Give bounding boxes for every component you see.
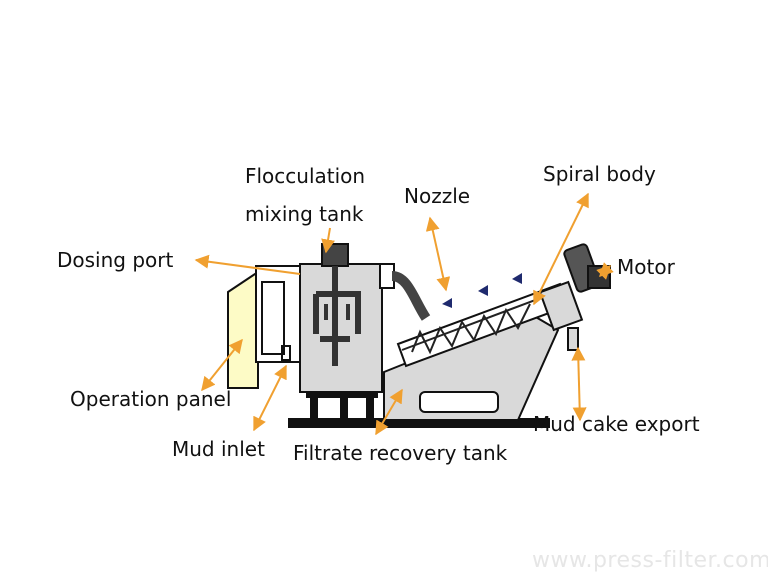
nozzle-shapes <box>442 273 522 308</box>
label-operation-panel: Operation panel <box>70 387 232 411</box>
watermark: www.press-filter.com <box>532 548 768 573</box>
label-flocculation-line1: Flocculation <box>245 164 366 188</box>
label-spiral-body: Spiral body <box>543 162 656 186</box>
label-mud-cake-export: Mud cake export <box>533 412 700 436</box>
operation-panel-shape <box>227 265 301 389</box>
label-mud-inlet: Mud inlet <box>172 437 265 461</box>
filtrate-tank-shape <box>383 314 560 421</box>
label-motor: Motor <box>617 255 675 279</box>
annotation-arrows <box>194 192 614 436</box>
label-nozzle: Nozzle <box>404 184 471 208</box>
label-filtrate-recovery-tank: Filtrate recovery tank <box>293 441 508 465</box>
base-frame <box>288 390 550 428</box>
label-dosing-port: Dosing port <box>57 248 174 272</box>
label-flocculation-line2: mixing tank <box>245 202 364 226</box>
